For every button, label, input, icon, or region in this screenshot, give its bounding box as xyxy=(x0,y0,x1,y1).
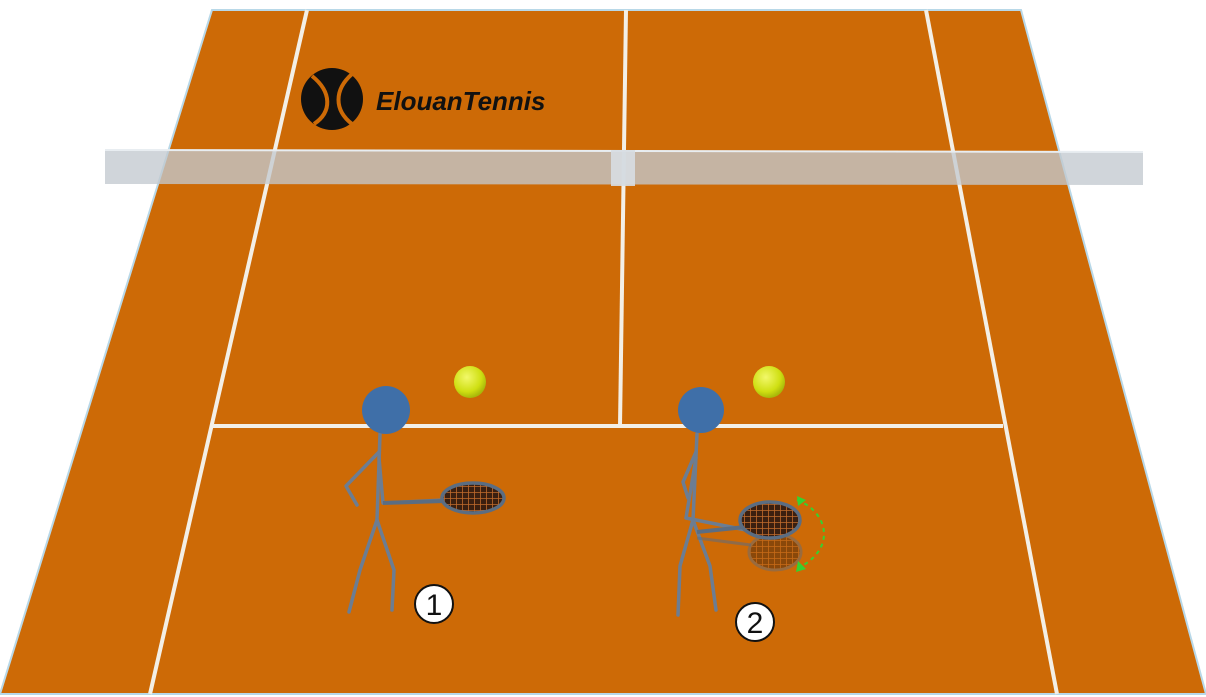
player-number: 2 xyxy=(747,607,764,640)
player-number-badge: 2 xyxy=(736,603,774,641)
player-number-badge: 1 xyxy=(415,585,453,623)
player-head xyxy=(678,387,724,433)
net xyxy=(105,150,1143,186)
net-center-strap xyxy=(611,150,635,186)
court-surface xyxy=(0,10,1206,694)
tennis-ball-icon xyxy=(753,366,785,398)
player-head xyxy=(362,386,410,434)
brand-name: ElouanTennis xyxy=(376,86,546,116)
player-number: 1 xyxy=(426,589,443,622)
tennis-ball-icon xyxy=(454,366,486,398)
tennis-ball-icon xyxy=(301,68,363,130)
